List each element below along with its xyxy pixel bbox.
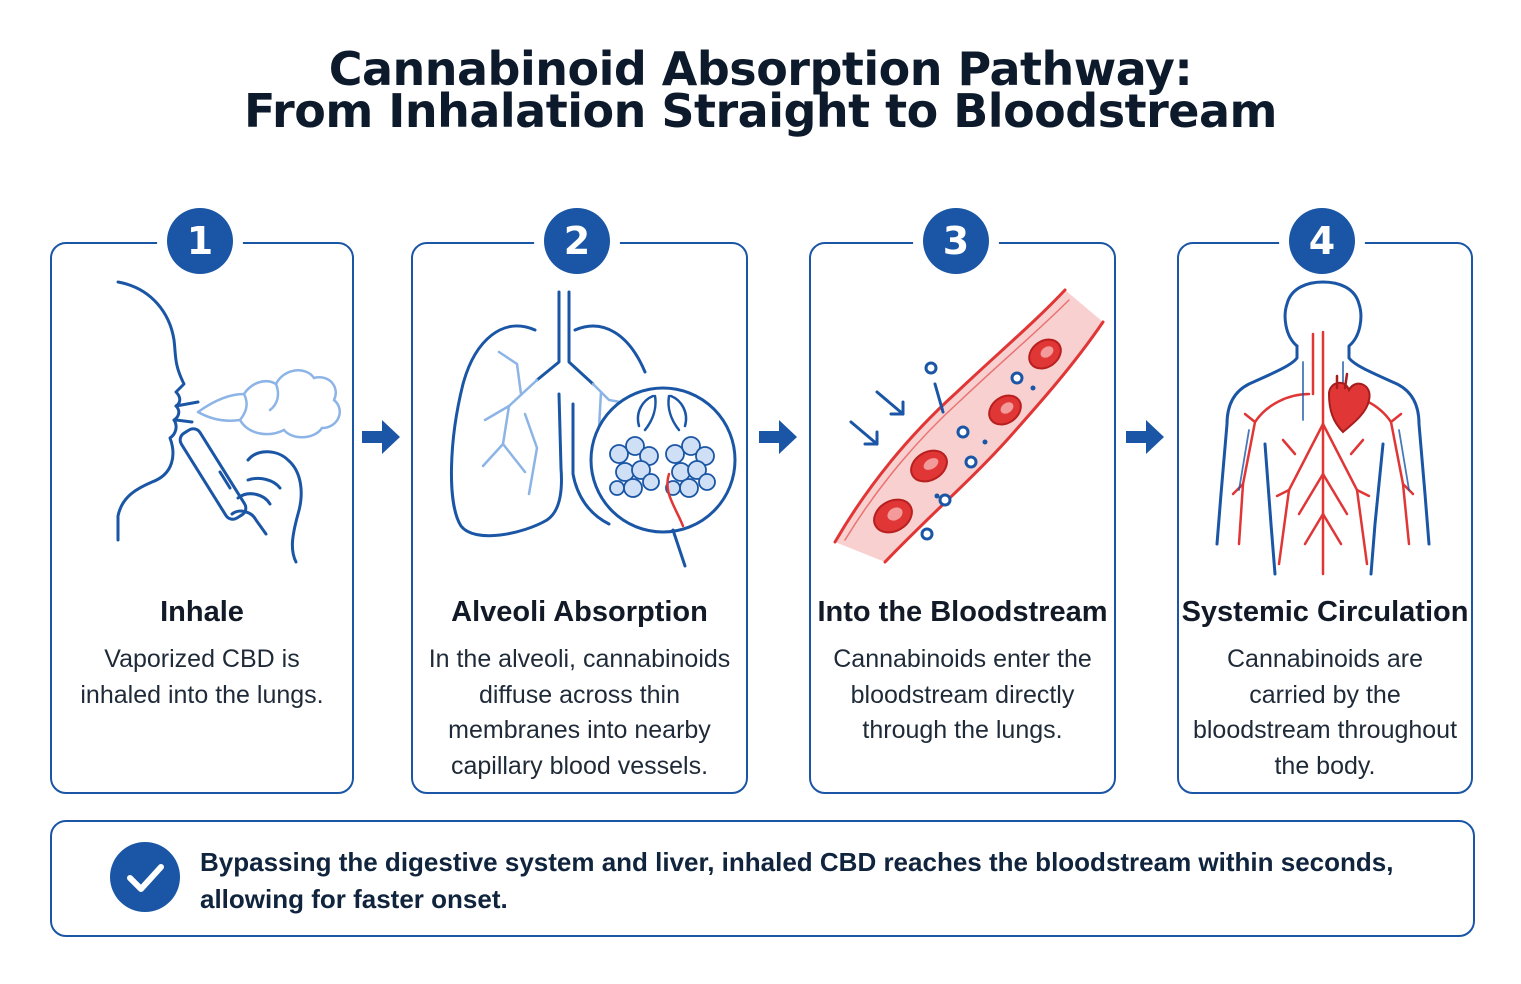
lungs-alveoli-icon bbox=[449, 290, 737, 568]
step-heading: Into the Bloodstream bbox=[817, 596, 1108, 628]
summary-banner: Bypassing the digestive system and liver… bbox=[50, 820, 1475, 937]
blood-vessel-icon bbox=[833, 288, 1105, 564]
step-number-badge: 4 bbox=[1289, 208, 1355, 274]
step-heading: Systemic Circulation bbox=[1181, 596, 1469, 628]
step-number-badge: 1 bbox=[167, 208, 233, 274]
step-card-systemic-circulation: 4 Systemic C bbox=[1177, 208, 1473, 794]
step-description: Cannabinoids are carried by the bloodstr… bbox=[1192, 645, 1458, 780]
step-number-badge: 3 bbox=[923, 208, 989, 274]
step-number-badge: 2 bbox=[544, 208, 610, 274]
title-line-2: From Inhalation Straight to Bloodstream bbox=[244, 84, 1277, 138]
title-line-1: Cannabinoid Absorption Pathway: bbox=[328, 42, 1193, 96]
step-description: Vaporized CBD is inhaled into the lungs. bbox=[80, 645, 324, 709]
step-heading: Alveoli Absorption bbox=[451, 596, 708, 628]
circulatory-system-icon bbox=[1215, 280, 1431, 576]
step-card-inhale: 1 Inhale Vaporized CBD is inhaled into t… bbox=[50, 208, 354, 794]
arrow-right-icon bbox=[362, 420, 400, 454]
step-description: Cannabinoids enter the bloodstream direc… bbox=[833, 645, 1092, 744]
checkmark-icon bbox=[110, 842, 180, 912]
step-card-alveoli-absorption: 2 bbox=[411, 208, 748, 794]
step-heading: Inhale bbox=[160, 596, 244, 628]
summary-text: Bypassing the digestive system and liver… bbox=[200, 847, 1394, 914]
arrow-right-icon bbox=[759, 420, 797, 454]
step-description: In the alveoli, cannabinoids diffuse acr… bbox=[428, 645, 731, 780]
arrow-right-icon bbox=[1126, 420, 1164, 454]
person-inhaling-vape-icon bbox=[116, 280, 341, 564]
step-card-into-the-bloodstream: 3 bbox=[809, 208, 1116, 794]
